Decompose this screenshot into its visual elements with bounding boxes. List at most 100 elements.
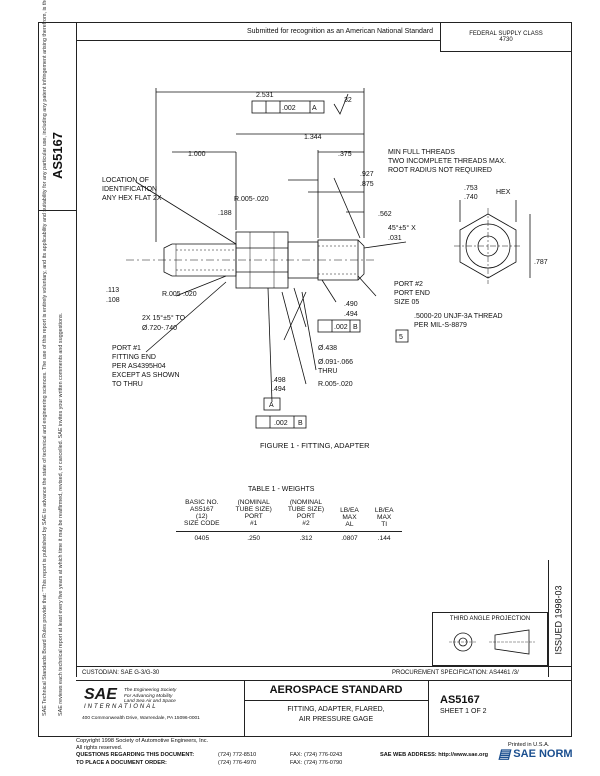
fsc-label: FEDERAL SUPPLY CLASS: [469, 31, 543, 37]
projection-label: THIRD ANGLE PROJECTION: [449, 616, 531, 622]
fcf-2-value: .002: [334, 324, 348, 331]
fsc-box: FEDERAL SUPPLY CLASS 4730: [440, 22, 572, 52]
phone-2: (724) 776-4970: [218, 760, 257, 766]
table-row: 0405 .250 .312 .0807 .144: [176, 534, 402, 543]
fcf-1-datum: A: [312, 105, 317, 112]
sae-logo: SAE: [84, 686, 117, 703]
phone-1: (724) 772-8510: [218, 752, 257, 758]
note-root: ROOT RADIUS NOT REQUIRED: [388, 167, 492, 174]
dim-2531: 2.531: [256, 92, 274, 99]
dim-r005a: R.005-.020: [234, 196, 269, 203]
fax-1-label: FAX:: [290, 752, 303, 758]
sheet-number: SHEET 1 OF 2: [440, 708, 487, 715]
dim-562: .562: [378, 211, 392, 218]
fcf-3-value: .002: [274, 420, 288, 427]
custodian: CUSTODIAN: SAE G-3/G-30: [82, 670, 160, 676]
dim-740: .740: [464, 194, 478, 201]
title-block-rule: [76, 680, 572, 681]
title-block-divider-2: [428, 680, 429, 737]
fcf-1-value: .002: [282, 105, 296, 112]
issued-date: ISSUED 1998-03: [554, 585, 565, 655]
dim-091: Ø.091-.066: [318, 359, 353, 366]
rights-reserved: All rights reserved.: [76, 745, 123, 751]
cell-size-code: 0405: [194, 535, 210, 542]
sae-international: INTERNATIONAL: [84, 704, 158, 710]
order-label: TO PLACE A DOCUMENT ORDER:: [76, 760, 167, 766]
dim-490: .490: [344, 301, 358, 308]
fcf-3-datum: B: [298, 420, 303, 427]
cell-port2: .312: [299, 535, 313, 542]
figure-caption: FIGURE 1 - FITTING, ADAPTER: [260, 441, 370, 450]
note-min-threads: MIN FULL THREADS: [388, 149, 455, 156]
fax-2: (724) 776-0790: [304, 760, 343, 766]
sae-web-address: SAE WEB ADDRESS: http://www.sae.org: [380, 752, 489, 758]
dim-753: .753: [464, 185, 478, 192]
fsc-value: 4730: [499, 37, 513, 43]
legal-text-2: SAE reviews each technical report at lea…: [58, 312, 64, 716]
watermark-text: SAE NORM: [513, 748, 573, 760]
note-identification: IDENTIFICATION: [102, 186, 157, 193]
questions-label: QUESTIONS REGARDING THIS DOCUMENT:: [76, 752, 195, 758]
projection-box: THIRD ANGLE PROJECTION: [432, 612, 548, 666]
issued-rule: [548, 560, 549, 677]
dim-r005b: R.005-.020: [162, 291, 197, 298]
aerospace-standard-title: AEROSPACE STANDARD: [269, 684, 403, 696]
fax-2-label: FAX:: [290, 760, 303, 766]
fitting-drawing: 2.531 1.344 1.000 .375 .927 .875 .562 .1…: [102, 88, 548, 450]
title-block-top-rule: [76, 666, 572, 667]
thru-label: THRU: [318, 368, 337, 375]
title-block-divider-1: [244, 680, 245, 737]
note-thread: .5000-20 UNJF-3A THREAD: [414, 313, 503, 320]
fcf-2-datum: B: [353, 324, 358, 331]
note-port-end: PORT END: [394, 290, 430, 297]
datum-a-box: A: [269, 402, 274, 409]
dim-927: .927: [360, 171, 374, 178]
submitted-text: Submitted for recognition as an American…: [247, 28, 433, 35]
note-to-thru: TO THRU: [112, 381, 143, 388]
copyright: Copyright 1998 Society of Automotive Eng…: [76, 738, 209, 744]
side-strip-divider: [76, 22, 77, 677]
note-port2: PORT #2: [394, 281, 423, 288]
header-rule: [76, 40, 440, 41]
sae-norm-logo-icon: ▤: [498, 746, 511, 761]
sae-norm-watermark: ▤ SAE NORM: [498, 746, 573, 762]
dim-188: .188: [218, 210, 232, 217]
procurement-spec: PROCUREMENT SPECIFICATION: AS4461 /3/: [392, 670, 519, 676]
note-size05: SIZE 05: [394, 299, 419, 306]
dim-787: .787: [534, 259, 548, 266]
sheet-border: [38, 22, 572, 737]
table-title: TABLE 1 - WEIGHTS: [248, 486, 315, 493]
doc-subtitle-1: FITTING, ADAPTER, FLARED,: [287, 706, 385, 713]
cell-al: .0807: [341, 535, 358, 542]
chamfer-2: 2X 15°±5° TO: [142, 314, 186, 322]
cell-ti: .144: [377, 535, 391, 542]
legal-text-1: SAE Technical Standards Board Rules prov…: [42, 0, 48, 716]
note-any-hex: ANY HEX FLAT 2X: [102, 195, 162, 202]
title-block-rule-2: [244, 700, 428, 701]
dim-hex: HEX: [496, 189, 511, 196]
doc-subtitle-2: AIR PRESSURE GAGE: [298, 716, 374, 723]
dim-498: .498: [272, 377, 286, 384]
header-col-1: BASIC NO.AS5167(12)SIZE CODE: [184, 499, 220, 527]
note-except: EXCEPT AS SHOWN: [112, 372, 180, 379]
dim-438: Ø.438: [318, 345, 337, 352]
chamfer-1: 45°±5° X: [388, 224, 416, 232]
dim-494b: .494: [272, 386, 286, 393]
side-strip-rule: [38, 210, 76, 211]
sae-address: 400 Commonwealth Drive, Warrendale, PA 1…: [82, 716, 200, 721]
projection-symbol: [449, 629, 535, 655]
cell-port1: .250: [247, 535, 261, 542]
dim-875: .875: [360, 181, 374, 188]
printed-in: Printed in U.S.A.: [508, 742, 550, 748]
chamfer-1b: .031: [388, 235, 402, 242]
note-incomplete: TWO INCOMPLETE THREADS MAX.: [388, 158, 506, 165]
dim-375: .375: [338, 151, 352, 158]
dim-113: .113: [106, 287, 119, 294]
note-mil: PER MIL-S-8879: [414, 322, 467, 329]
dim-494: .494: [344, 311, 358, 318]
